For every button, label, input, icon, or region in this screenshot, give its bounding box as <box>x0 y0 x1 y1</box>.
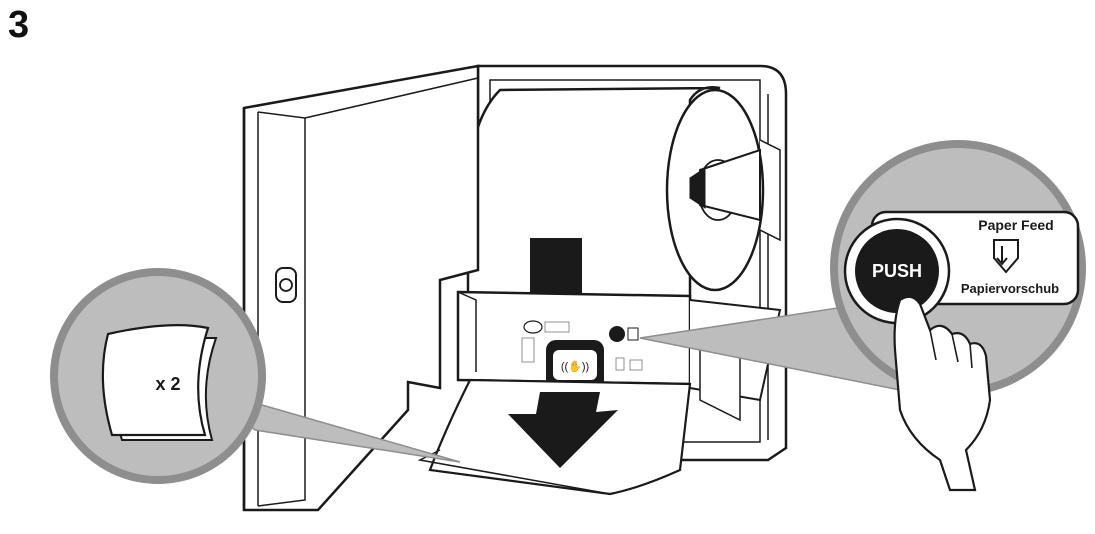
quantity-label: x 2 <box>155 374 180 394</box>
paper-feed-label: Paper Feed <box>978 217 1053 233</box>
callout-left: x 2 <box>50 268 461 484</box>
push-button-label: PUSH <box>872 261 922 281</box>
sensor-window: ((✋)) <box>546 340 604 390</box>
paper-towel-icon <box>101 323 210 437</box>
dispenser-open-door <box>242 64 480 512</box>
push-button[interactable] <box>855 229 939 313</box>
paper-roll <box>466 86 765 302</box>
step-number: 3 <box>8 4 30 46</box>
feed-arrow-head <box>508 392 618 468</box>
hand-icon <box>893 295 992 492</box>
papiervorschub-label: Papiervorschub <box>961 281 1059 296</box>
callout-right: Paper Feed Papiervorschub PUSH <box>639 140 1086 492</box>
panel-icons <box>521 320 643 371</box>
paper-feed-icon <box>993 239 1019 274</box>
svg-text:((✋)): ((✋)) <box>561 360 589 373</box>
